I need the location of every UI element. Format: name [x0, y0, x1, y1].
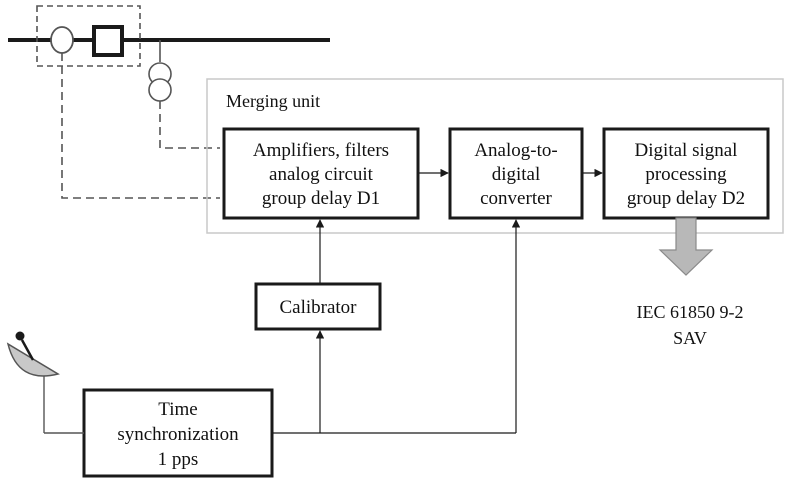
amplifiers-block: Amplifiers, filters analog circuit group…	[222, 127, 420, 220]
sync-wiring	[272, 219, 521, 434]
adc-line-3: converter	[480, 188, 552, 209]
current-transformer-icon	[50, 26, 74, 54]
satellite-dish-icon	[6, 331, 84, 434]
dsp-line-3: group delay D2	[627, 188, 745, 209]
adc-block: Analog-to- digital converter	[448, 127, 584, 220]
merging-unit-container	[206, 78, 784, 234]
time-sync-line-3: 1 pps	[158, 449, 199, 470]
switchgear-enclosure	[36, 5, 141, 67]
amplifiers-line-3: group delay D1	[262, 188, 380, 209]
calibrator-label: Calibrator	[279, 297, 357, 318]
merging-unit-title: Merging unit	[226, 91, 320, 111]
voltage-transformer-icon	[148, 40, 172, 102]
output-label-line-2: SAV	[673, 328, 707, 348]
dsp-line-2: processing	[645, 164, 727, 185]
dsp-line-1: Digital signal	[635, 140, 738, 161]
time-sync-line-2: synchronization	[117, 424, 239, 445]
secondary-wiring	[61, 53, 220, 199]
output-arrow	[658, 217, 714, 276]
adc-line-1: Analog-to-	[474, 140, 557, 161]
time-sync-line-1: Time	[158, 399, 197, 420]
output-label-line-1: IEC 61850 9-2	[637, 302, 744, 322]
amplifiers-line-1: Amplifiers, filters	[253, 140, 389, 161]
calibrator-block: Calibrator	[254, 282, 382, 331]
amplifiers-line-2: analog circuit	[269, 164, 374, 185]
circuit-breaker-icon	[92, 25, 124, 57]
adc-line-2: digital	[492, 164, 541, 185]
time-sync-block: Time synchronization 1 pps	[82, 388, 274, 478]
dsp-block: Digital signal processing group delay D2	[602, 127, 770, 220]
